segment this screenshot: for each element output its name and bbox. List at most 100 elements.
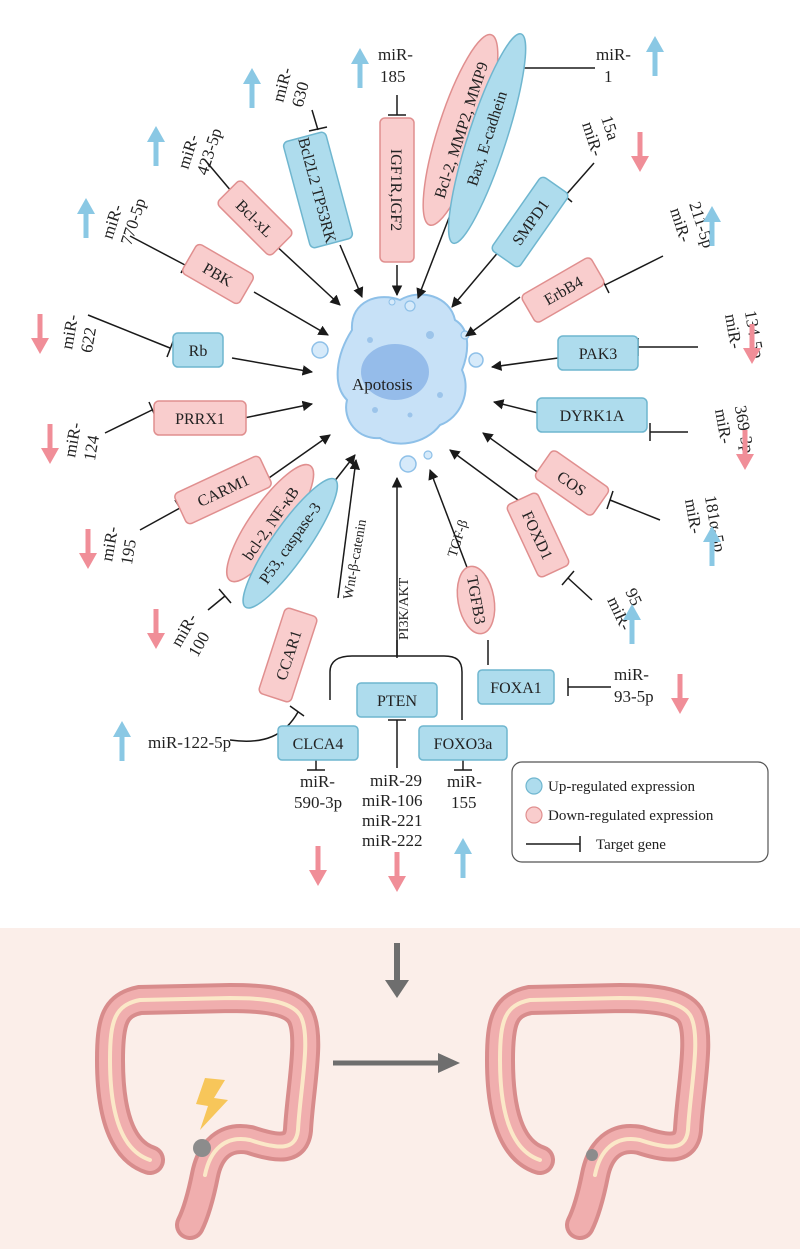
svg-text:185: 185: [380, 67, 406, 86]
svg-text:93-5p: 93-5p: [614, 687, 654, 706]
up-arrow-icon: [113, 721, 131, 761]
svg-text:miR-106: miR-106: [362, 791, 422, 810]
mirna-195: miR- 195: [97, 525, 140, 567]
svg-text:Rb: Rb: [189, 343, 208, 360]
mirna-155: miR- 155: [447, 772, 482, 812]
svg-text:PTEN: PTEN: [377, 693, 417, 710]
gene-bcl2l2: Bcl2L2 TP53RK: [282, 131, 354, 249]
down-arrow-icon: [631, 132, 649, 172]
center-label: Apotosis: [352, 375, 412, 394]
legend-down-label: Down-regulated expression: [548, 808, 714, 824]
svg-text:miR-: miR-: [614, 665, 649, 684]
mirna-122-5p: miR-122-5p: [148, 733, 231, 752]
gene-bclxl: Bcl-xL: [217, 180, 293, 256]
svg-text:CLCA4: CLCA4: [293, 736, 344, 753]
svg-text:195: 195: [117, 538, 140, 566]
svg-text:miR-: miR-: [300, 772, 335, 791]
up-arrow-icon: [351, 48, 369, 88]
down-arrow-icon: [309, 846, 327, 886]
mirna-15a: miR- 15a: [578, 113, 623, 159]
svg-text:miR-221: miR-221: [362, 811, 422, 830]
mirna-423-5p: miR- 423-5p: [174, 126, 226, 178]
gene-ellipse-bcl2-mmp: Bcl-2, MMP2, MMP9 Bax, E-cadhein: [422, 33, 527, 245]
mirna-100: miR- 100: [167, 610, 214, 660]
gene-tgfb3: TGFB3: [456, 565, 496, 635]
mirna-181a-5p: miR- 181α-5p: [681, 494, 729, 554]
gene-dyrk1a: DYRK1A: [536, 397, 648, 433]
colon-illustration-healthy: [484, 982, 711, 1240]
up-arrow-icon: [147, 126, 165, 166]
up-arrow-icon: [77, 198, 95, 238]
colon-illustration-diseased: [94, 982, 321, 1240]
svg-text:DYRK1A: DYRK1A: [560, 408, 625, 425]
svg-text:miR-222: miR-222: [362, 831, 422, 850]
mirna-622: miR- 622: [57, 313, 100, 355]
up-arrow-icon: [703, 526, 721, 566]
mirna-1: miR- 1: [596, 45, 631, 86]
mirna-369-3p: miR- 369-3p: [711, 404, 758, 455]
transition-arrow-down: [385, 943, 409, 998]
gene-foxd1: FOXD1: [506, 492, 570, 578]
pathway-pi3k: PI3K/AKT: [397, 577, 412, 640]
down-arrow-icon: [79, 529, 97, 569]
gene-erbb4: ErbB4: [521, 257, 605, 323]
up-arrow-icon: [454, 838, 472, 878]
gene-ccar1: CCAR1: [258, 607, 318, 703]
svg-text:miR-29: miR-29: [370, 771, 422, 790]
tumor-small-icon: [586, 1149, 598, 1161]
svg-text:miR-: miR-: [447, 772, 482, 791]
svg-text:FOXA1: FOXA1: [490, 680, 542, 697]
mirna-770-5p: miR- 770-5p: [98, 196, 150, 248]
gene-smpd1: SMPD1: [491, 176, 569, 268]
svg-text:124: 124: [80, 433, 103, 462]
gene-pak3: PAK3: [557, 335, 639, 371]
svg-text:622: 622: [77, 326, 100, 354]
mirna-124: miR- 124: [60, 421, 103, 463]
activation-arrows: [231, 59, 559, 658]
mirna-185: miR- 185: [378, 45, 413, 86]
svg-text:PAK3: PAK3: [579, 346, 618, 363]
gene-prrx1: PRRX1: [153, 400, 247, 436]
gene-pbk: PBK: [182, 243, 254, 305]
legend-down-swatch: [525, 806, 543, 824]
up-arrow-icon: [623, 604, 641, 644]
mirna-590-3p: miR- 590-3p: [294, 772, 342, 812]
mirna-134-5p: miR- 134-5p: [721, 309, 768, 360]
legend-target-label: Target gene: [596, 837, 666, 853]
svg-text:miR-: miR-: [378, 45, 413, 64]
gene-foxo3a: FOXO3a: [418, 725, 508, 761]
down-arrow-icon: [743, 324, 761, 364]
legend-up-swatch: [525, 777, 543, 795]
up-arrow-icon: [703, 206, 721, 246]
mirna-95: miR- 95: [603, 585, 646, 633]
down-arrow-icon: [41, 424, 59, 464]
up-arrow-icon: [243, 68, 261, 108]
svg-text:IGF1R,IGF2: IGF1R,IGF2: [387, 149, 404, 231]
lightning-icon: [196, 1078, 228, 1130]
down-arrow-icon: [31, 314, 49, 354]
pathway-wnt: Wnt-β-catenin: [341, 518, 370, 600]
gene-pten: PTEN: [356, 682, 438, 718]
down-arrow-icon: [736, 430, 754, 470]
apoptosis-cell: Apotosis: [311, 293, 484, 473]
down-arrow-icon: [388, 852, 406, 892]
gene-cos: COS: [534, 450, 610, 516]
down-arrow-icon: [671, 674, 689, 714]
pathway-tgf: TGF-β: [446, 518, 472, 559]
mirna-pten-list: miR-29 miR-106 miR-221 miR-222: [362, 771, 422, 850]
svg-text:95: 95: [622, 585, 646, 608]
svg-text:FOXO3a: FOXO3a: [434, 736, 493, 753]
regulation-arrows: [31, 36, 761, 892]
gene-rb: Rb: [172, 332, 224, 368]
transition-arrow-right: [333, 1053, 460, 1073]
gene-igf1r: IGF1R,IGF2: [379, 117, 415, 263]
svg-text:590-3p: 590-3p: [294, 793, 342, 812]
legend-up-label: Up-regulated expression: [548, 779, 696, 795]
mirna-630: miR- 630: [269, 65, 313, 109]
svg-text:155: 155: [451, 793, 477, 812]
mirna-93-5p: miR- 93-5p: [614, 665, 654, 706]
svg-text:miR-: miR-: [596, 45, 631, 64]
legend: Up-regulated expression Down-regulated e…: [511, 761, 769, 863]
gene-foxa1: FOXA1: [477, 669, 555, 705]
